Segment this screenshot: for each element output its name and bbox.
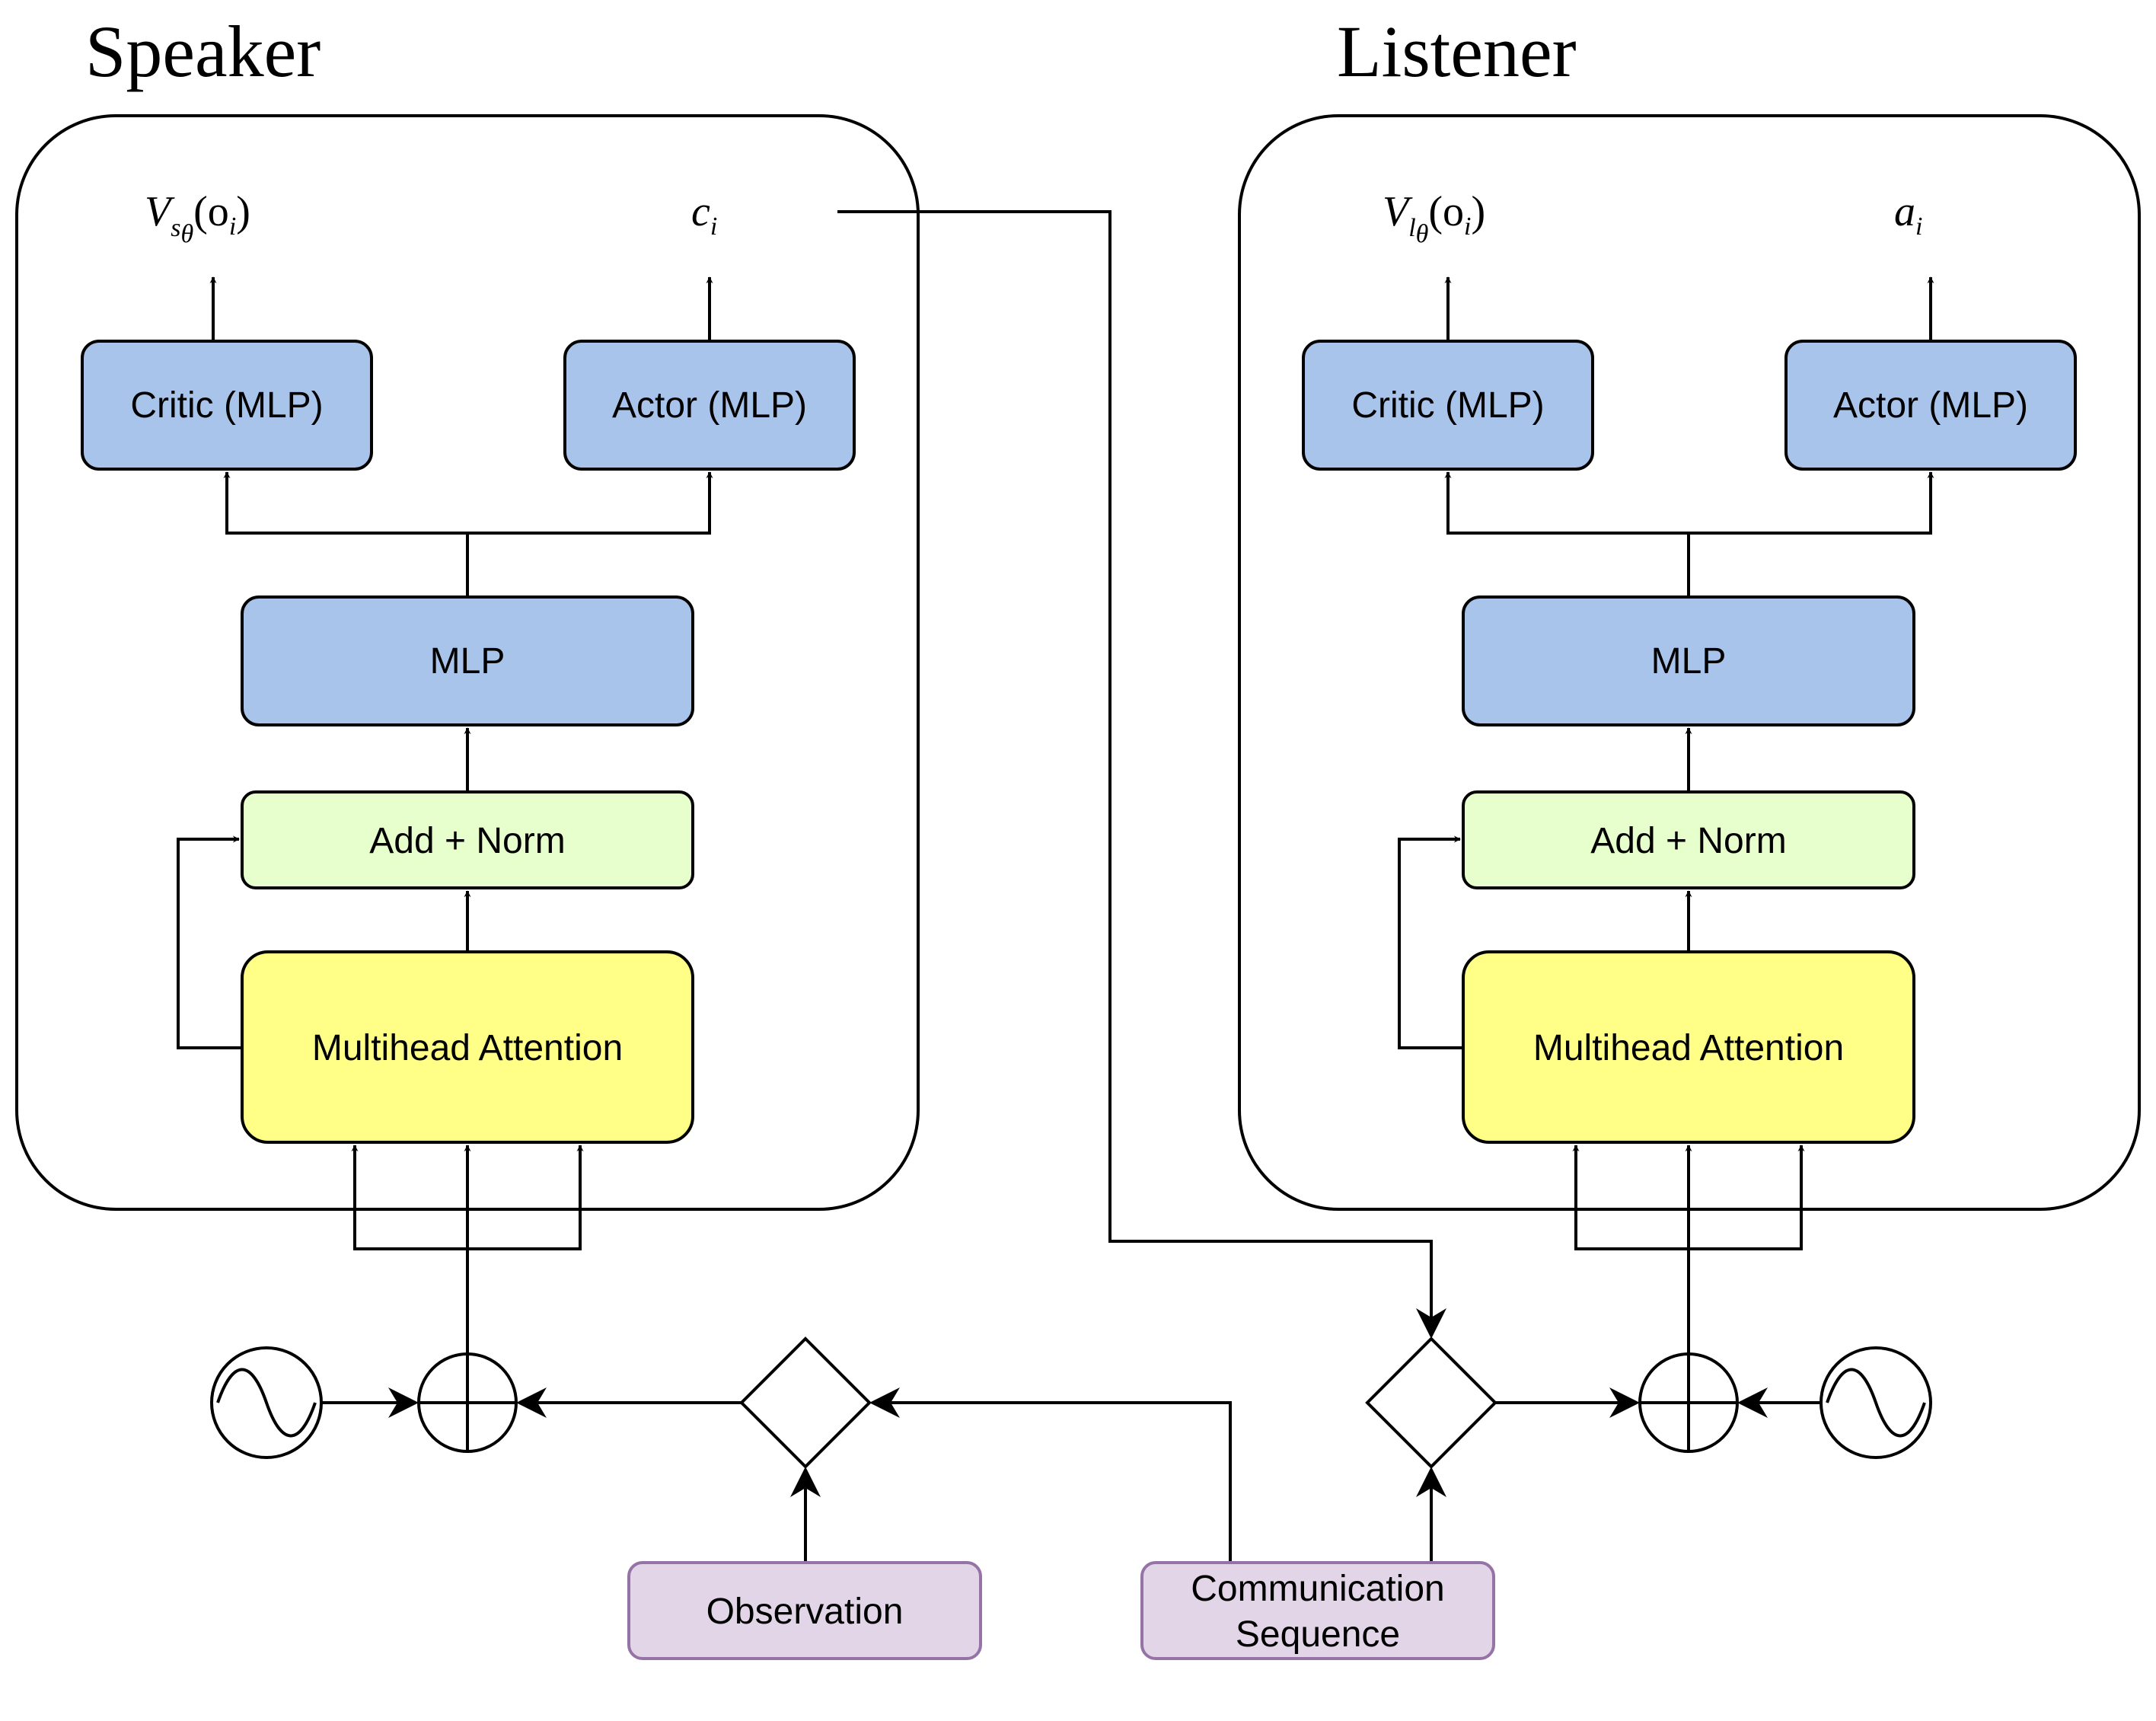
- listener-title: Listener: [1337, 11, 1577, 92]
- speaker-mlp-block: MLP: [241, 595, 694, 726]
- speaker-add-icon: [417, 1352, 518, 1453]
- speaker-connectors: [177, 276, 713, 1447]
- speaker-actor-block: Actor (MLP): [563, 340, 856, 471]
- speaker-message-output: ci: [691, 188, 717, 241]
- listener-actor-label: Actor (MLP): [1833, 385, 2028, 426]
- communication-input-block: Communication Sequence: [1140, 1561, 1495, 1660]
- speaker-title: Speaker: [85, 11, 321, 92]
- speaker-mlp-label: MLP: [430, 641, 506, 682]
- listener-attention-label: Multihead Attention: [1533, 1028, 1844, 1068]
- speaker-concat-icon: [739, 1336, 872, 1469]
- speaker-add-norm-block: Add + Norm: [241, 790, 694, 889]
- speaker-critic-block: Critic (MLP): [81, 340, 373, 471]
- listener-connectors: [1398, 276, 1934, 1447]
- input-connectors: [321, 1387, 1821, 1563]
- listener-add-norm-block: Add + Norm: [1462, 790, 1915, 889]
- listener-actor-block: Actor (MLP): [1784, 340, 2077, 471]
- listener-action-output: ai: [1894, 188, 1922, 241]
- listener-critic-label: Critic (MLP): [1351, 385, 1544, 426]
- listener-mlp-label: MLP: [1651, 641, 1727, 682]
- listener-add-icon: [1638, 1352, 1739, 1453]
- speaker-actor-label: Actor (MLP): [612, 385, 807, 426]
- listener-positional-encoding-icon: [1820, 1346, 1932, 1459]
- speaker-attention-block: Multihead Attention: [241, 950, 694, 1144]
- listener-concat-icon: [1365, 1336, 1497, 1469]
- listener-attention-block: Multihead Attention: [1462, 950, 1915, 1144]
- observation-input-block: Observation: [627, 1561, 982, 1660]
- observation-label: Observation: [706, 1592, 904, 1632]
- listener-value-output: Vlθ(oi): [1383, 188, 1485, 248]
- speaker-critic-label: Critic (MLP): [130, 385, 323, 426]
- communication-label-line2: Sequence: [1236, 1614, 1400, 1655]
- speaker-attention-label: Multihead Attention: [312, 1028, 623, 1068]
- listener-mlp-block: MLP: [1462, 595, 1915, 726]
- speaker-positional-encoding-icon: [210, 1346, 323, 1459]
- listener-add-norm-label: Add + Norm: [1590, 821, 1786, 861]
- message-connector: [837, 210, 1446, 1339]
- communication-label-line1: Communication: [1191, 1569, 1444, 1609]
- listener-critic-block: Critic (MLP): [1302, 340, 1594, 471]
- speaker-add-norm-label: Add + Norm: [369, 821, 565, 861]
- speaker-value-output: Vsθ(oi): [145, 188, 250, 248]
